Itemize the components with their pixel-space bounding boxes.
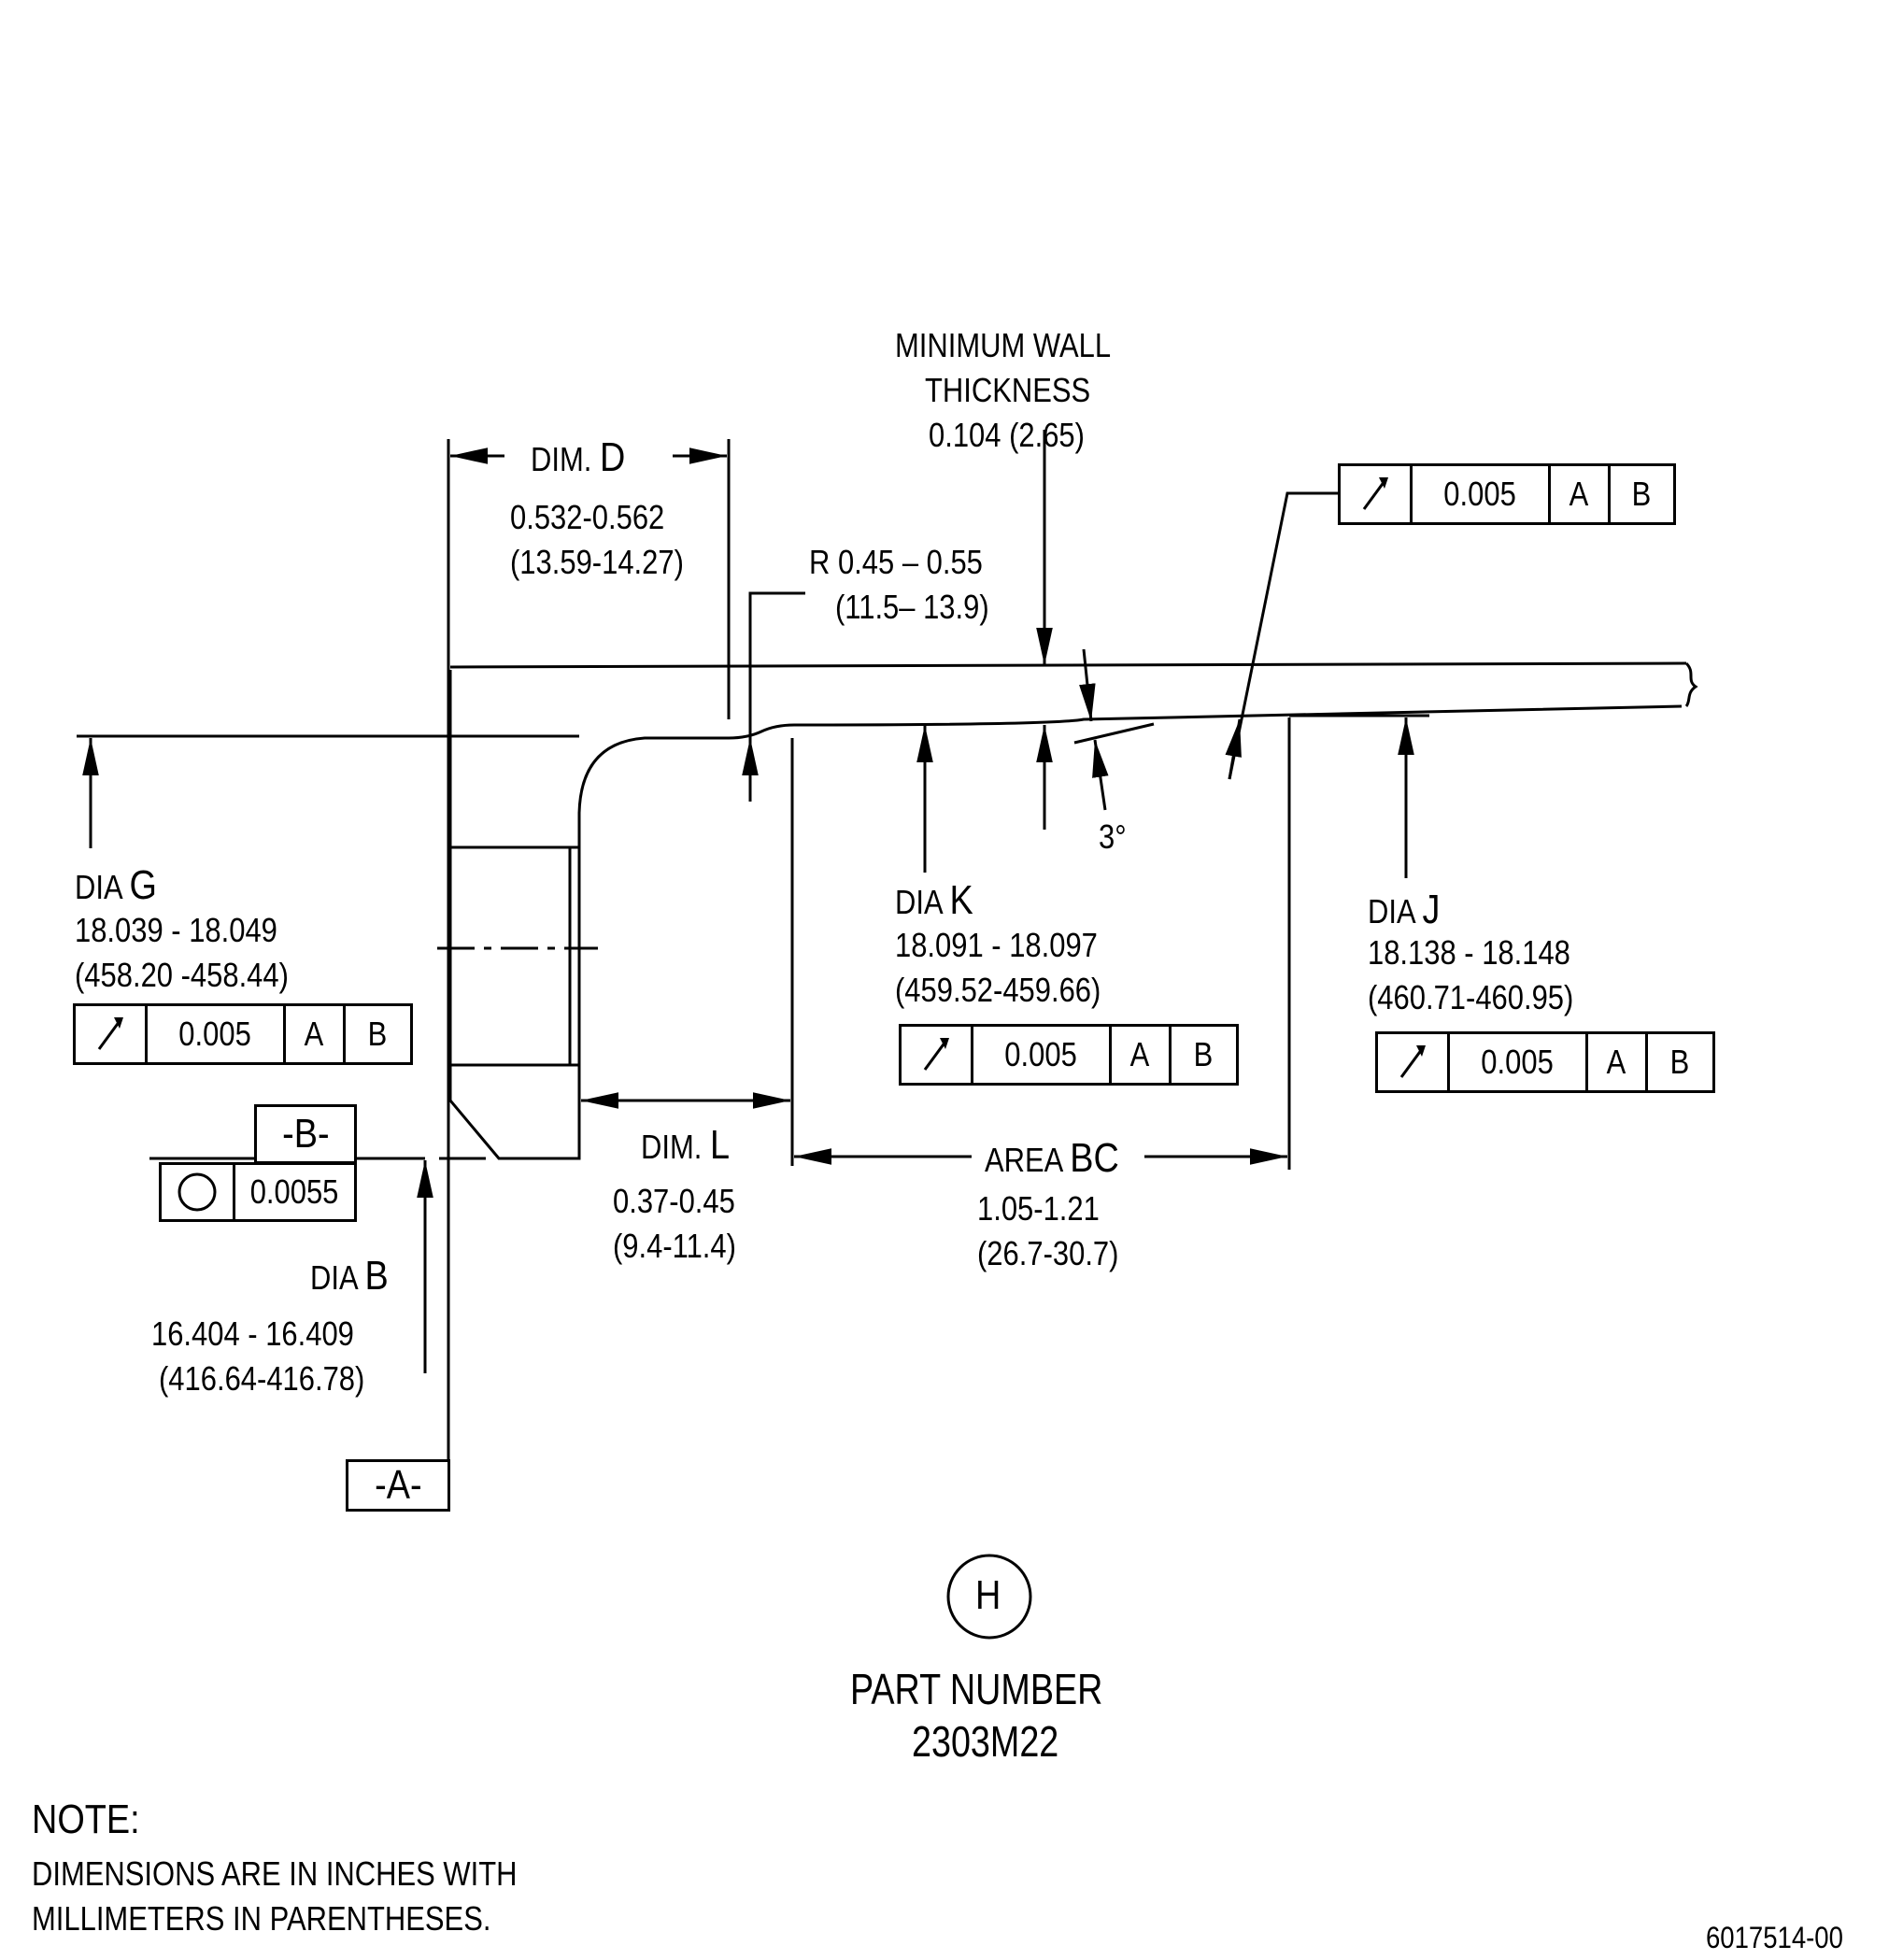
runout-arrow-icon bbox=[902, 1027, 971, 1083]
runout-frame-top: 0.005 A B bbox=[1338, 463, 1676, 525]
dia-j-mm: (460.71-460.95) bbox=[1368, 978, 1574, 1016]
drawing-id: 6017514-00 bbox=[1706, 1921, 1843, 1954]
dim-l-inch: 0.37-0.45 bbox=[613, 1182, 735, 1220]
runout-datum-b: B bbox=[1608, 466, 1673, 522]
circularity-circle-icon bbox=[162, 1165, 233, 1219]
break-line bbox=[1684, 661, 1698, 707]
datum-a-symbol: -A- bbox=[346, 1459, 450, 1512]
area-bc-label: AREA BC bbox=[985, 1135, 1119, 1181]
runout-datum-b: B bbox=[343, 1006, 410, 1062]
dim-d-inch: 0.532-0.562 bbox=[510, 498, 665, 536]
runout-arrow-icon bbox=[1341, 466, 1410, 522]
dia-b-inch: 16.404 - 16.409 bbox=[151, 1314, 354, 1353]
runout-frame-j: 0.005 A B bbox=[1375, 1031, 1715, 1093]
runout-datum-b: B bbox=[1645, 1034, 1712, 1090]
dia-k-inch: 18.091 - 18.097 bbox=[895, 926, 1098, 964]
note-line-2: MILLIMETERS IN PARENTHESES. bbox=[32, 1899, 491, 1938]
min-wall-line2: THICKNESS bbox=[925, 371, 1091, 409]
dia-g-inch: 18.039 - 18.049 bbox=[75, 911, 277, 949]
min-wall-value: 0.104 (2.65) bbox=[929, 416, 1085, 454]
dim-d-mm: (13.59-14.27) bbox=[510, 543, 684, 581]
runout-tolerance: 0.005 bbox=[1447, 1034, 1585, 1090]
note-line-1: DIMENSIONS ARE IN INCHES WITH bbox=[32, 1854, 518, 1893]
dia-b-label: DIA B bbox=[310, 1253, 389, 1299]
dia-j-label: DIA J bbox=[1368, 887, 1441, 932]
part-top-surface bbox=[449, 661, 1687, 669]
runout-tolerance: 0.005 bbox=[971, 1027, 1109, 1083]
note-title: NOTE: bbox=[32, 1797, 140, 1842]
runout-tolerance: 0.005 bbox=[1410, 466, 1548, 522]
part-number-value: 2303M22 bbox=[912, 1717, 1059, 1766]
radius-mm: (11.5– 13.9) bbox=[835, 588, 989, 626]
dia-b-mm: (416.64-416.78) bbox=[159, 1359, 365, 1398]
circularity-tolerance: 0.0055 bbox=[233, 1165, 354, 1219]
runout-frame-g: 0.005 A B bbox=[73, 1003, 413, 1065]
min-wall-line1: MINIMUM WALL bbox=[895, 326, 1112, 364]
runout-datum-a: A bbox=[1548, 466, 1608, 522]
runout-tolerance: 0.005 bbox=[145, 1006, 283, 1062]
dia-g-label: DIA G bbox=[75, 862, 157, 908]
angle-label: 3° bbox=[1099, 817, 1127, 856]
radius-inch: R 0.45 – 0.55 bbox=[809, 543, 983, 581]
area-bc-inch: 1.05-1.21 bbox=[977, 1189, 1100, 1228]
datum-b-symbol: -B- bbox=[254, 1104, 357, 1164]
dim-d-label: DIM. D bbox=[531, 434, 626, 480]
runout-datum-b: B bbox=[1169, 1027, 1236, 1083]
runout-arrow-icon bbox=[1378, 1034, 1447, 1090]
part-outer-profile bbox=[448, 670, 1683, 1160]
part-circle bbox=[946, 1554, 1032, 1640]
circularity-frame: 0.0055 bbox=[159, 1162, 357, 1222]
runout-arrow-icon bbox=[76, 1006, 145, 1062]
area-bc-mm: (26.7-30.7) bbox=[977, 1234, 1119, 1272]
dim-l-mm: (9.4-11.4) bbox=[613, 1227, 736, 1265]
part-circle-label: H bbox=[975, 1572, 1001, 1618]
dim-l-label: DIM. L bbox=[641, 1122, 731, 1168]
part-number-title: PART NUMBER bbox=[850, 1665, 1103, 1713]
dia-g-mm: (458.20 -458.44) bbox=[75, 956, 289, 994]
runout-datum-a: A bbox=[283, 1006, 343, 1062]
dia-k-mm: (459.52-459.66) bbox=[895, 971, 1101, 1009]
runout-frame-k: 0.005 A B bbox=[899, 1024, 1239, 1086]
dia-j-inch: 18.138 - 18.148 bbox=[1368, 933, 1570, 972]
dia-k-label: DIA K bbox=[895, 877, 973, 923]
runout-datum-a: A bbox=[1585, 1034, 1645, 1090]
runout-datum-a: A bbox=[1109, 1027, 1169, 1083]
